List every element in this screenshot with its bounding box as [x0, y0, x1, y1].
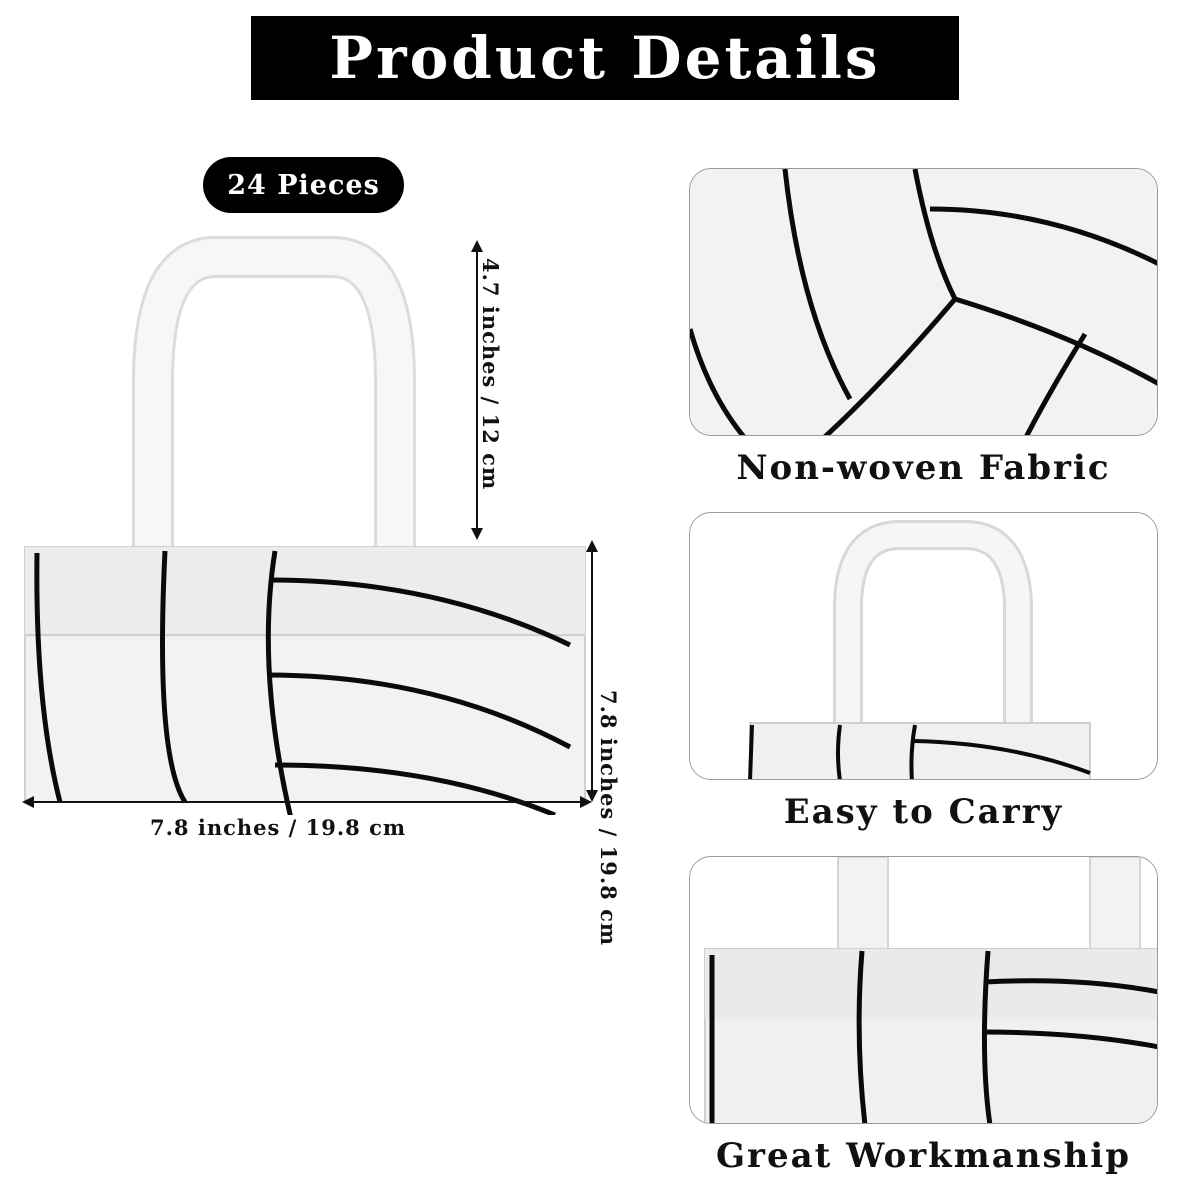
- title-banner: Product Details: [251, 16, 959, 100]
- feature-caption-workmanship: Great Workmanship: [716, 1136, 1131, 1176]
- feature-panel-workmanship: [689, 856, 1158, 1124]
- handle-height-label: 4.7 inches / 12 cm: [478, 258, 503, 491]
- handle-height-arrow: [471, 240, 483, 540]
- volleyball-tote-bag-image: [24, 236, 586, 815]
- feature-panel-fabric: [689, 168, 1158, 436]
- feature-panel-carry: [689, 512, 1158, 780]
- feature-caption-fabric: Non-woven Fabric: [736, 448, 1111, 488]
- carry-bag-image: [690, 513, 1157, 779]
- workmanship-closeup-image: [690, 857, 1157, 1123]
- fabric-closeup-image: [690, 169, 1157, 435]
- bag-height-label: 7.8 inches / 19.8 cm: [596, 690, 621, 947]
- bag-width-arrow: [22, 796, 592, 808]
- bag-height-arrow: [586, 540, 598, 802]
- feature-caption-carry: Easy to Carry: [783, 792, 1064, 832]
- bag-width-label: 7.8 inches / 19.8 cm: [150, 815, 407, 840]
- page-title: Product Details: [329, 24, 881, 92]
- pieces-badge: 24 Pieces: [203, 157, 404, 213]
